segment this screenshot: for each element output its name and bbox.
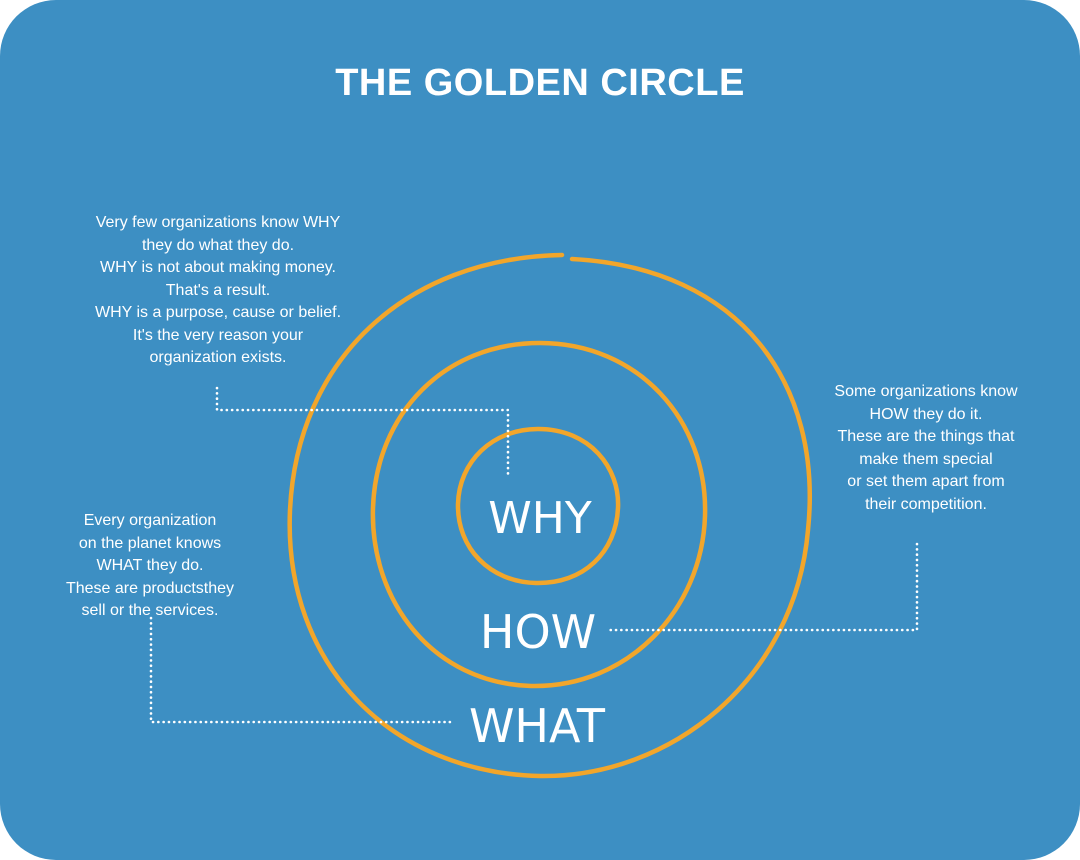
what-description-line: Every organization bbox=[83, 512, 217, 529]
outer-circle-what bbox=[287, 252, 812, 779]
how-description-line: Some organizations know bbox=[834, 383, 1018, 400]
why-description-line: WHY is not about making money. bbox=[100, 259, 336, 276]
page-title: THE GOLDEN CIRCLE bbox=[335, 62, 745, 104]
how-description-line: make them special bbox=[859, 450, 993, 468]
why-description: Very few organizations know WHY they do … bbox=[68, 212, 368, 370]
how-description: Some organizations know HOW they do it. … bbox=[776, 381, 1076, 516]
what-description-line: on the planet knows bbox=[78, 534, 222, 552]
why-description-line: That's a result. bbox=[165, 281, 271, 299]
what-label: WHAT bbox=[469, 699, 606, 753]
how-description-line: HOW they do it. bbox=[869, 405, 983, 423]
how-description-line: These are the things that bbox=[837, 428, 1015, 445]
what-description-line: sell or the services. bbox=[81, 602, 219, 619]
how-connector-line bbox=[608, 542, 919, 632]
why-description-line: It's the very reason your bbox=[132, 326, 304, 344]
how-description-line: or set them apart from bbox=[847, 473, 1005, 490]
why-label: WHY bbox=[488, 493, 592, 544]
how-description-line: their competition. bbox=[865, 495, 987, 513]
inner-circle-why bbox=[455, 426, 621, 586]
why-description-line: they do what they do. bbox=[141, 236, 295, 254]
middle-circle-how bbox=[370, 340, 708, 689]
why-description-line: organization exists. bbox=[149, 349, 287, 366]
what-connector-line bbox=[149, 616, 457, 724]
why-connector-line bbox=[215, 386, 510, 480]
what-description: Every organization on the planet knows W… bbox=[30, 510, 270, 623]
how-label: HOW bbox=[480, 605, 596, 659]
why-description-line: WHY is a purpose, cause or belief. bbox=[94, 304, 342, 321]
what-description-line: These are productsthey bbox=[65, 579, 235, 597]
what-description-line: WHAT they do. bbox=[96, 557, 204, 574]
why-description-line: Very few organizations know WHY bbox=[95, 214, 341, 231]
